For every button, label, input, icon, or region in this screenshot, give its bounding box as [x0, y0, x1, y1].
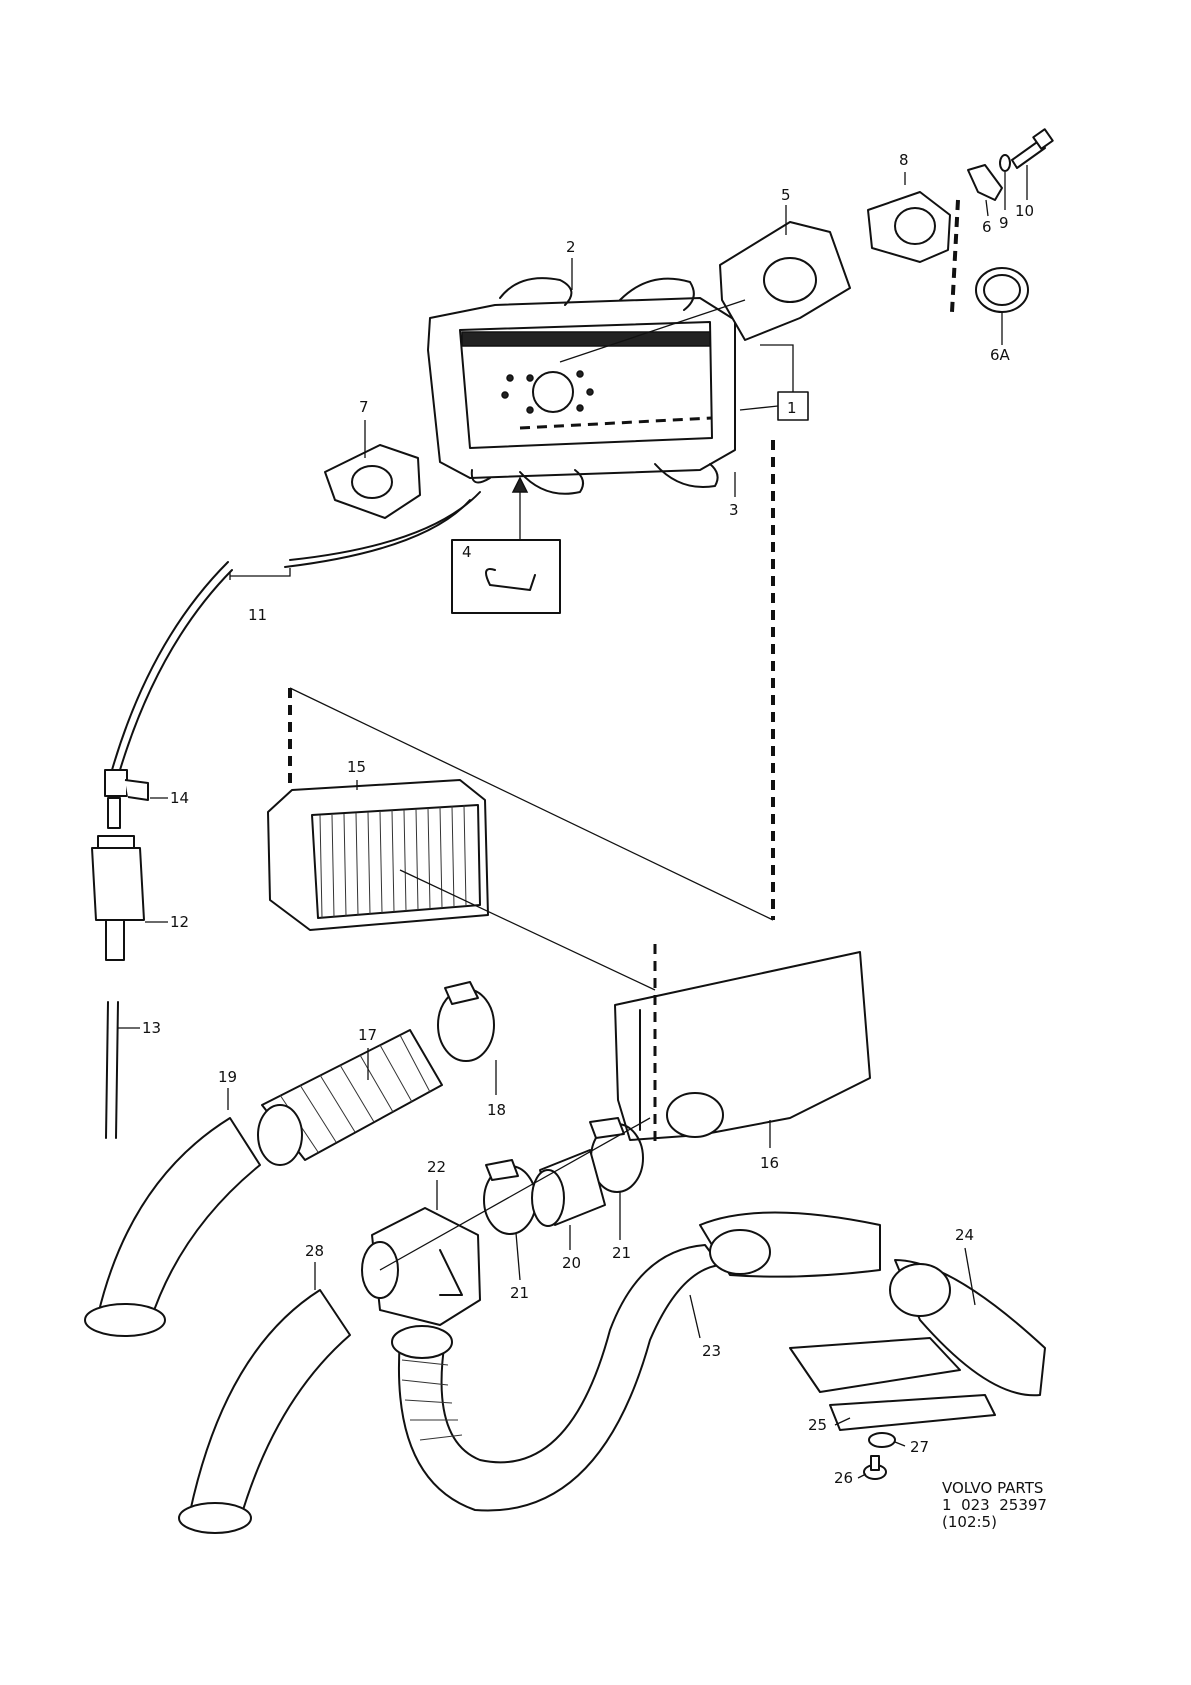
sleeve-20	[531, 1149, 606, 1227]
hose-13	[105, 1001, 119, 1139]
callout-28: 28	[305, 1242, 324, 1260]
callout-9: 9	[999, 214, 1009, 232]
washer-27	[868, 1432, 896, 1448]
callout-6: 6	[982, 218, 992, 236]
callout-12: 12	[170, 913, 189, 931]
hose-11	[111, 491, 481, 771]
clip-bottom	[519, 463, 719, 495]
bolt-10	[1011, 128, 1054, 169]
callout-10: 10	[1015, 202, 1034, 220]
intake-hose-upper	[699, 1211, 881, 1278]
callout-18: 18	[487, 1101, 506, 1119]
intake-flange	[559, 221, 851, 363]
clip-14	[104, 769, 149, 801]
hose-28	[178, 1289, 351, 1534]
air-cleaner-housing	[427, 297, 736, 484]
callout-5: 5	[781, 186, 791, 204]
leader-filter	[289, 687, 774, 921]
credit-line-2: 1 023 25397	[942, 1496, 1047, 1514]
callout-8: 8	[899, 151, 909, 169]
callout-box-1	[739, 344, 809, 421]
callout-24: 24	[955, 1226, 974, 1244]
callout-6a: 6A	[990, 346, 1011, 364]
callout-21-right: 21	[612, 1244, 631, 1262]
hose-19	[84, 1117, 261, 1337]
callout-14: 14	[170, 789, 189, 807]
callout-labels: 1 2 3 4 5 6 6A 7 8 9 10 11 12 13 14 15 1…	[142, 151, 1034, 1487]
callout-20: 20	[562, 1254, 581, 1272]
bracket-6	[967, 164, 1003, 201]
callout-23: 23	[702, 1342, 721, 1360]
gasket-7	[324, 444, 421, 519]
fuel-filter-12	[91, 797, 145, 961]
intake-scoop-24	[789, 1259, 1046, 1397]
credit-line-3: (102:5)	[942, 1513, 997, 1531]
callout-26: 26	[834, 1469, 853, 1487]
corrugated-hose-17	[257, 1029, 443, 1166]
callout-7: 7	[359, 398, 369, 416]
air-mass-meter-22	[361, 1117, 651, 1326]
callout-25: 25	[808, 1416, 827, 1434]
washer-9	[999, 154, 1011, 172]
gasket-8	[867, 191, 951, 263]
callout-22: 22	[427, 1158, 446, 1176]
bracket-25	[829, 1394, 996, 1431]
credit-block: VOLVO PARTS 1 023 25397 (102:5)	[942, 1479, 1047, 1531]
callout-15: 15	[347, 758, 366, 776]
lower-housing-16	[614, 944, 871, 1142]
clamp-18	[437, 981, 495, 1062]
callout-21-left: 21	[510, 1284, 529, 1302]
callout-4: 4	[462, 543, 472, 561]
callout-3: 3	[729, 501, 739, 519]
callout-1: 1	[787, 399, 797, 417]
credit-line-1: VOLVO PARTS	[942, 1479, 1043, 1497]
screw-26	[863, 1455, 887, 1480]
clip-top	[499, 277, 695, 311]
dashed-6a	[950, 199, 960, 313]
clip-inset-4	[451, 476, 561, 614]
callout-17: 17	[358, 1026, 377, 1044]
filter-element-15	[267, 779, 656, 991]
callout-27: 27	[910, 1438, 929, 1456]
callout-2: 2	[566, 238, 576, 256]
callout-19: 19	[218, 1068, 237, 1086]
callout-16: 16	[760, 1154, 779, 1172]
callout-11: 11	[248, 606, 267, 624]
leader-lines	[118, 165, 1028, 1479]
callout-13: 13	[142, 1019, 161, 1037]
ring-6a	[975, 267, 1029, 313]
